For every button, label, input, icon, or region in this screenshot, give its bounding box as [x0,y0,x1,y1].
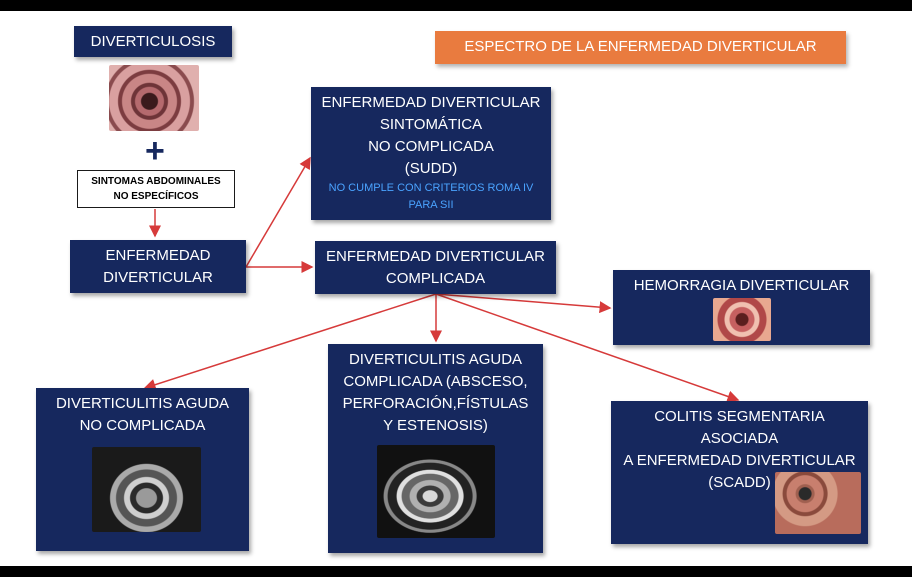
aguda-no-complicada-label: DIVERTICULITIS AGUDA NO COMPLICADA [55,395,230,434]
scadd-endoscopy-image [775,472,861,534]
bottom-black-bar [0,566,912,577]
scadd-label: COLITIS SEGMENTARIA ASOCIADA A ENFERMEDA… [623,408,856,491]
arrow-complicada-to-scadd [435,293,740,403]
ct-scan-image-2 [377,445,495,538]
sudd-label: ENFERMEDAD DIVERTICULAR SINTOMÁTICA NO C… [321,94,541,177]
aguda-complicada-label: DIVERTICULITIS AGUDA COMPLICADA (ABSCESO… [342,351,529,434]
hemorrhage-endoscopy-image [713,298,771,341]
plus-sign: + [145,132,165,170]
complicada-box: ENFERMEDAD DIVERTICULAR COMPLICADA [315,241,556,294]
diagram-title: ESPECTRO DE LA ENFERMEDAD DIVERTICULAR [435,31,846,64]
ct-scan-image-1 [92,447,201,532]
top-black-bar [0,0,912,11]
sudd-note: NO CUMPLE CON CRITERIOS ROMA IV PARA SII [328,182,534,211]
arrow-complicada-to-hemorragia [435,293,612,314]
symptoms-box: SINTOMAS ABDOMINALES NO ESPECÍFICOS [77,170,235,208]
enfermedad-diverticular-box: ENFERMEDAD DIVERTICULAR [70,240,246,293]
colonoscopy-image [109,65,199,131]
diverticulosis-label: DIVERTICULOSIS [74,26,232,57]
arrow-complicada-to-aguda-no-complicada [143,293,437,391]
hemorragia-label: HEMORRAGIA DIVERTICULAR [633,277,850,294]
sudd-box: ENFERMEDAD DIVERTICULAR SINTOMÁTICA NO C… [311,87,551,220]
arrow-enfermedad-to-sudd [245,156,311,268]
